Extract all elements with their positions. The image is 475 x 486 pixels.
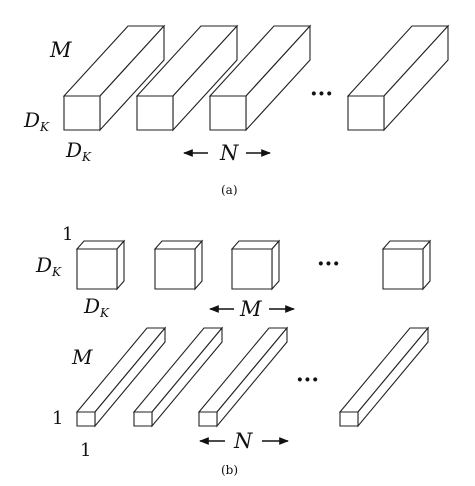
panel-a-filter-1 [62, 24, 166, 132]
panel-b-pointwise-filters [75, 326, 430, 428]
panel-a-filter-4 [346, 24, 450, 132]
panel-a-ellipsis: ··· [310, 81, 333, 107]
panel-b-depthwise-filter-1 [75, 239, 126, 291]
panel-b-bottom-depth-label: M [71, 345, 93, 369]
panel-b-bottom-count-label: N [233, 429, 253, 453]
panel-a-height-label: DK [23, 108, 50, 134]
panel-b-caption: (b) [221, 463, 238, 477]
panel-b-depthwise-filter-3 [230, 239, 281, 291]
panel-a-filter-2 [135, 24, 239, 132]
panel-b-top-count-label: M [239, 297, 262, 321]
panel-b-pointwise-filter-4 [338, 326, 430, 428]
panel-a-width-label: DK [65, 138, 92, 164]
panel-a-caption: (a) [221, 183, 238, 197]
panel-b-top-ellipsis: ··· [317, 251, 340, 277]
panel-a-filter-3 [208, 24, 312, 132]
panel-b-bottom-height-label: 1 [52, 408, 63, 429]
panel-a-depth-label: M [49, 38, 72, 62]
panel-b-depthwise-filter-2 [153, 239, 204, 291]
panel-b-bottom-width-label: 1 [80, 440, 91, 461]
panel-b-top-height-label: DK [35, 253, 62, 279]
panel-b-pointwise-filter-1 [75, 326, 167, 428]
panel-b-pointwise-filter-2 [132, 326, 224, 428]
panel-b-depthwise-filters [75, 239, 432, 291]
panel-b-top-width-label: DK [83, 294, 110, 320]
panel-b-pointwise-filter-3 [197, 326, 289, 428]
panel-a-count-label: N [219, 141, 239, 165]
panel-b-depthwise-filter-4 [381, 239, 432, 291]
panel-a-filters [62, 24, 450, 132]
panel-b-top-depth-label: 1 [62, 224, 73, 245]
panel-b-bottom-ellipsis: ··· [296, 367, 319, 393]
